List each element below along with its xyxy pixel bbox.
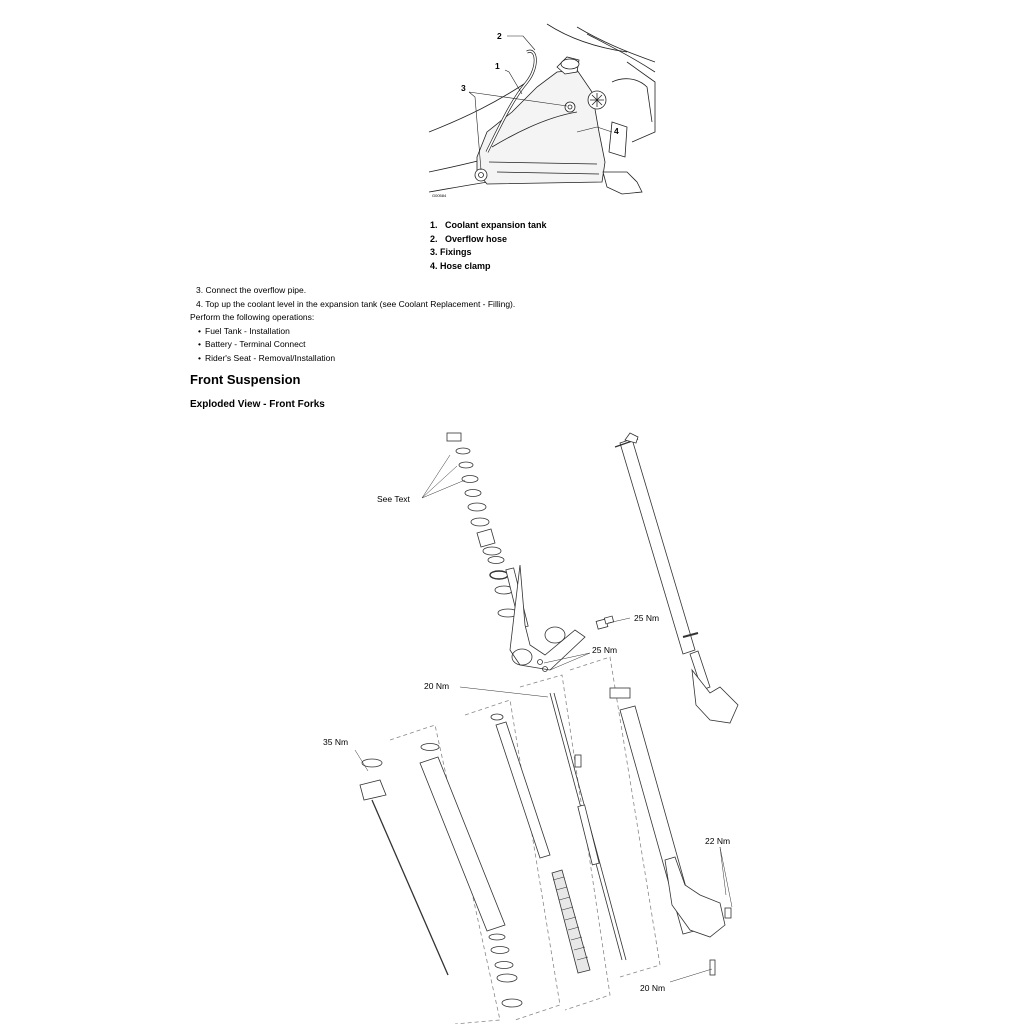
legend-number: 1. xyxy=(430,220,438,230)
figure-legend: 1. Coolant expansion tank 2. Overflow ho… xyxy=(430,219,547,274)
section-title: Front Suspension xyxy=(190,372,301,387)
legend-label: Coolant expansion tank xyxy=(445,220,547,230)
top-nut-stack xyxy=(446,432,519,618)
bullet-icon: • xyxy=(198,325,201,336)
callout-1: 1 xyxy=(495,61,500,71)
front-forks-exploded-view: See Text 25 Nm 25 Nm 20 Nm 35 Nm 22 Nm 2… xyxy=(323,432,739,1024)
callout-3: 3 xyxy=(461,83,466,93)
legend-label: Fixings xyxy=(440,247,472,258)
procedure-step: 3. Connect the overflow pipe. xyxy=(196,285,307,295)
operation-link-riders-seat[interactable]: •Rider's Seat - Removal/Installation xyxy=(190,352,515,366)
figure-code: G00584 xyxy=(432,193,447,198)
fork-inner-tube xyxy=(609,687,732,976)
torque-label-35nm: 35 Nm xyxy=(323,737,348,747)
legend-item: 4. Hose clamp xyxy=(430,260,547,274)
torque-label-20nm: 20 Nm xyxy=(640,983,665,993)
lower-yoke xyxy=(505,564,615,672)
legend-number: 4. xyxy=(430,261,438,272)
callout-4: 4 xyxy=(614,126,619,136)
legend-item: 3. Fixings xyxy=(430,246,547,260)
legend-number: 2. xyxy=(430,233,438,244)
legend-number: 3. xyxy=(430,247,438,258)
damper-rod xyxy=(359,758,449,976)
operations-intro: Perform the following operations: xyxy=(190,312,315,322)
bullet-icon: • xyxy=(198,339,201,349)
adjuster-rod xyxy=(549,692,627,961)
legend-item: 1. Coolant expansion tank xyxy=(430,219,547,233)
subsection-title: Exploded View - Front Forks xyxy=(190,399,325,410)
legend-label: Hose clamp xyxy=(440,261,491,272)
operation-link-battery[interactable]: •Battery - Terminal Connect xyxy=(190,338,515,352)
torque-label-25nm: 25 Nm xyxy=(634,613,659,623)
procedure-steps: 3. Connect the overflow pipe. 4. Top up … xyxy=(190,284,515,365)
operations-list: •Fuel Tank - Installation •Battery - Ter… xyxy=(190,325,515,366)
torque-label-22nm: 22 Nm xyxy=(705,836,730,846)
operation-link-fuel-tank[interactable]: •Fuel Tank - Installation xyxy=(190,325,515,339)
torque-label-25nm: 25 Nm xyxy=(592,645,617,655)
callout-2: 2 xyxy=(497,31,502,41)
fork-outer-tube xyxy=(419,743,523,1008)
torque-label-20nm: 20 Nm xyxy=(424,681,449,691)
bullet-icon: • xyxy=(198,352,201,363)
legend-item: 2. Overflow hose xyxy=(430,233,547,247)
callout-see-text: See Text xyxy=(377,494,411,504)
coolant-tank-illustration: 2 1 3 4 G00584 xyxy=(428,23,656,198)
legend-label: Overflow hose xyxy=(445,233,508,244)
procedure-step: 4. Top up the coolant level in the expan… xyxy=(196,298,516,309)
assembled-fork-leg xyxy=(614,432,739,724)
damper-cartridge xyxy=(490,713,591,974)
